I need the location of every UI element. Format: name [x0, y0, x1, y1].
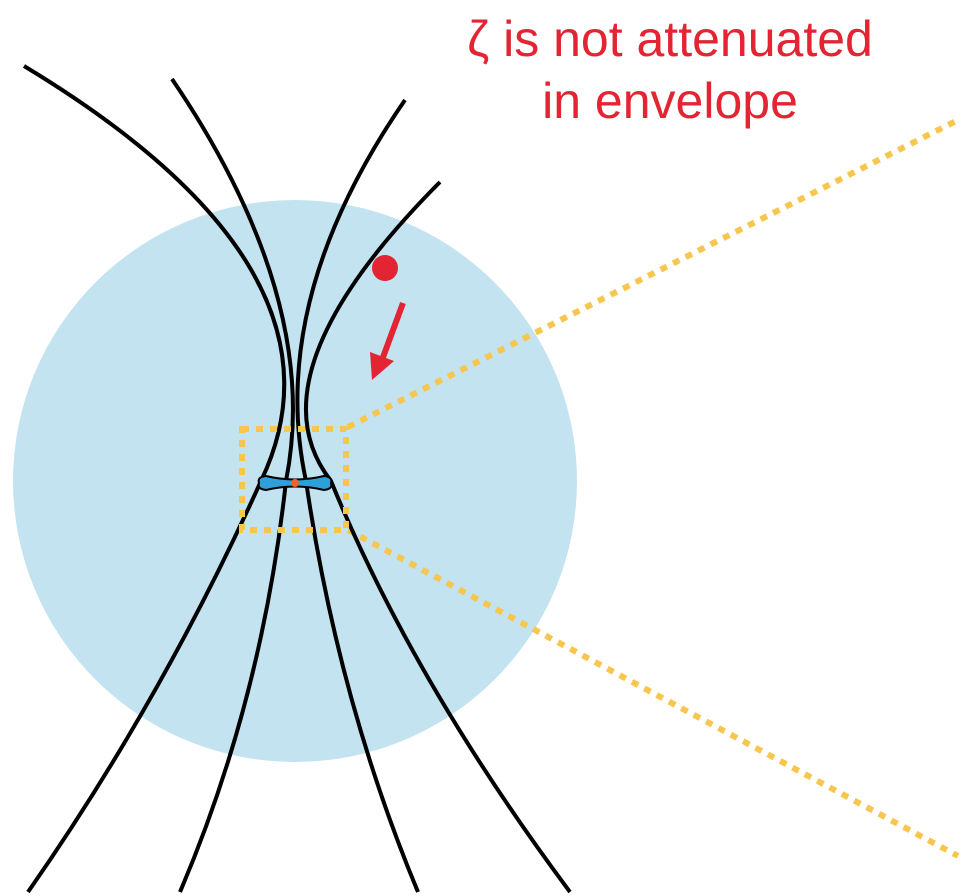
caption-line-2: in envelope [542, 73, 798, 129]
caption-line-1: ζ is not attenuated [467, 11, 873, 67]
zoom-guide-upper [346, 117, 960, 430]
caption: ζ is not attenuated in envelope [380, 8, 960, 132]
zoom-guide-lower [346, 527, 960, 859]
field-line-1 [22, 64, 287, 894]
central-protostar-dot [291, 479, 299, 487]
central-disk [257, 474, 333, 492]
zoom-box [239, 426, 349, 533]
infall-marker [370, 255, 406, 380]
infall-arrow-head [370, 352, 394, 380]
infall-arrow-shaft [379, 301, 406, 362]
infall-dot [372, 255, 398, 281]
